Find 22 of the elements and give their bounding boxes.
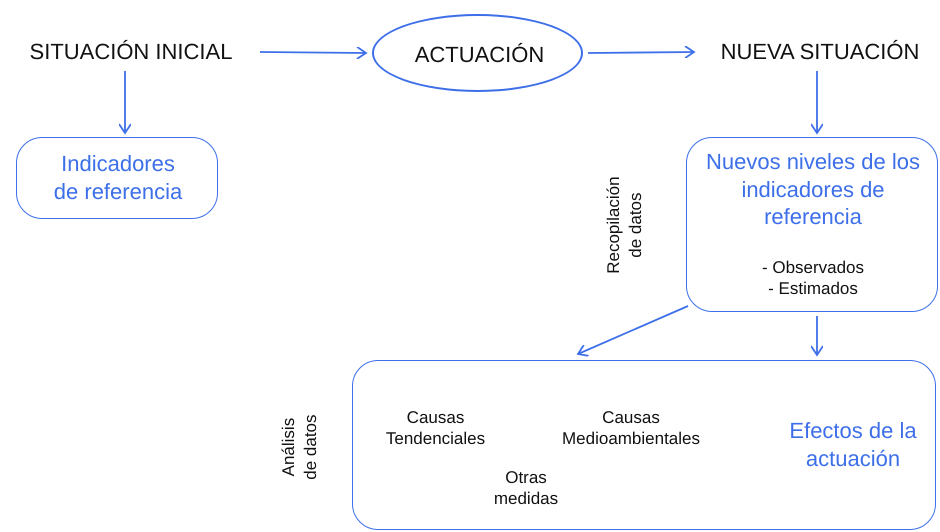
analysis-box <box>352 360 936 530</box>
arrow <box>588 45 695 59</box>
state-text: SITUACIÓN INICIAL <box>28 38 234 66</box>
side-label: Recopilación de datos <box>602 175 646 276</box>
arrow <box>260 46 367 60</box>
node-text: Causas Tendenciales <box>384 407 486 450</box>
heading-text: Nuevos niveles de los indicadores de referencia <box>704 148 921 230</box>
heading-text: Indicadores de referencia <box>52 150 184 205</box>
action-text: ACTUACIÓN <box>414 41 546 68</box>
side-label: Análisis de datos <box>278 413 321 482</box>
indicator-box <box>686 137 938 312</box>
arrow <box>577 305 688 357</box>
heading-text: Efectos de la actuación <box>788 417 918 472</box>
arrow <box>118 71 132 134</box>
arrow <box>810 316 824 356</box>
node-text: Causas Medioambientales <box>561 407 701 450</box>
node-text: Otras medidas <box>492 467 560 510</box>
action-ellipse <box>372 14 583 92</box>
indicator-box <box>16 137 218 219</box>
list-text: - Observados - Estimados <box>760 257 866 300</box>
state-text: NUEVA SITUACIÓN <box>720 38 920 66</box>
arrow <box>810 71 824 134</box>
